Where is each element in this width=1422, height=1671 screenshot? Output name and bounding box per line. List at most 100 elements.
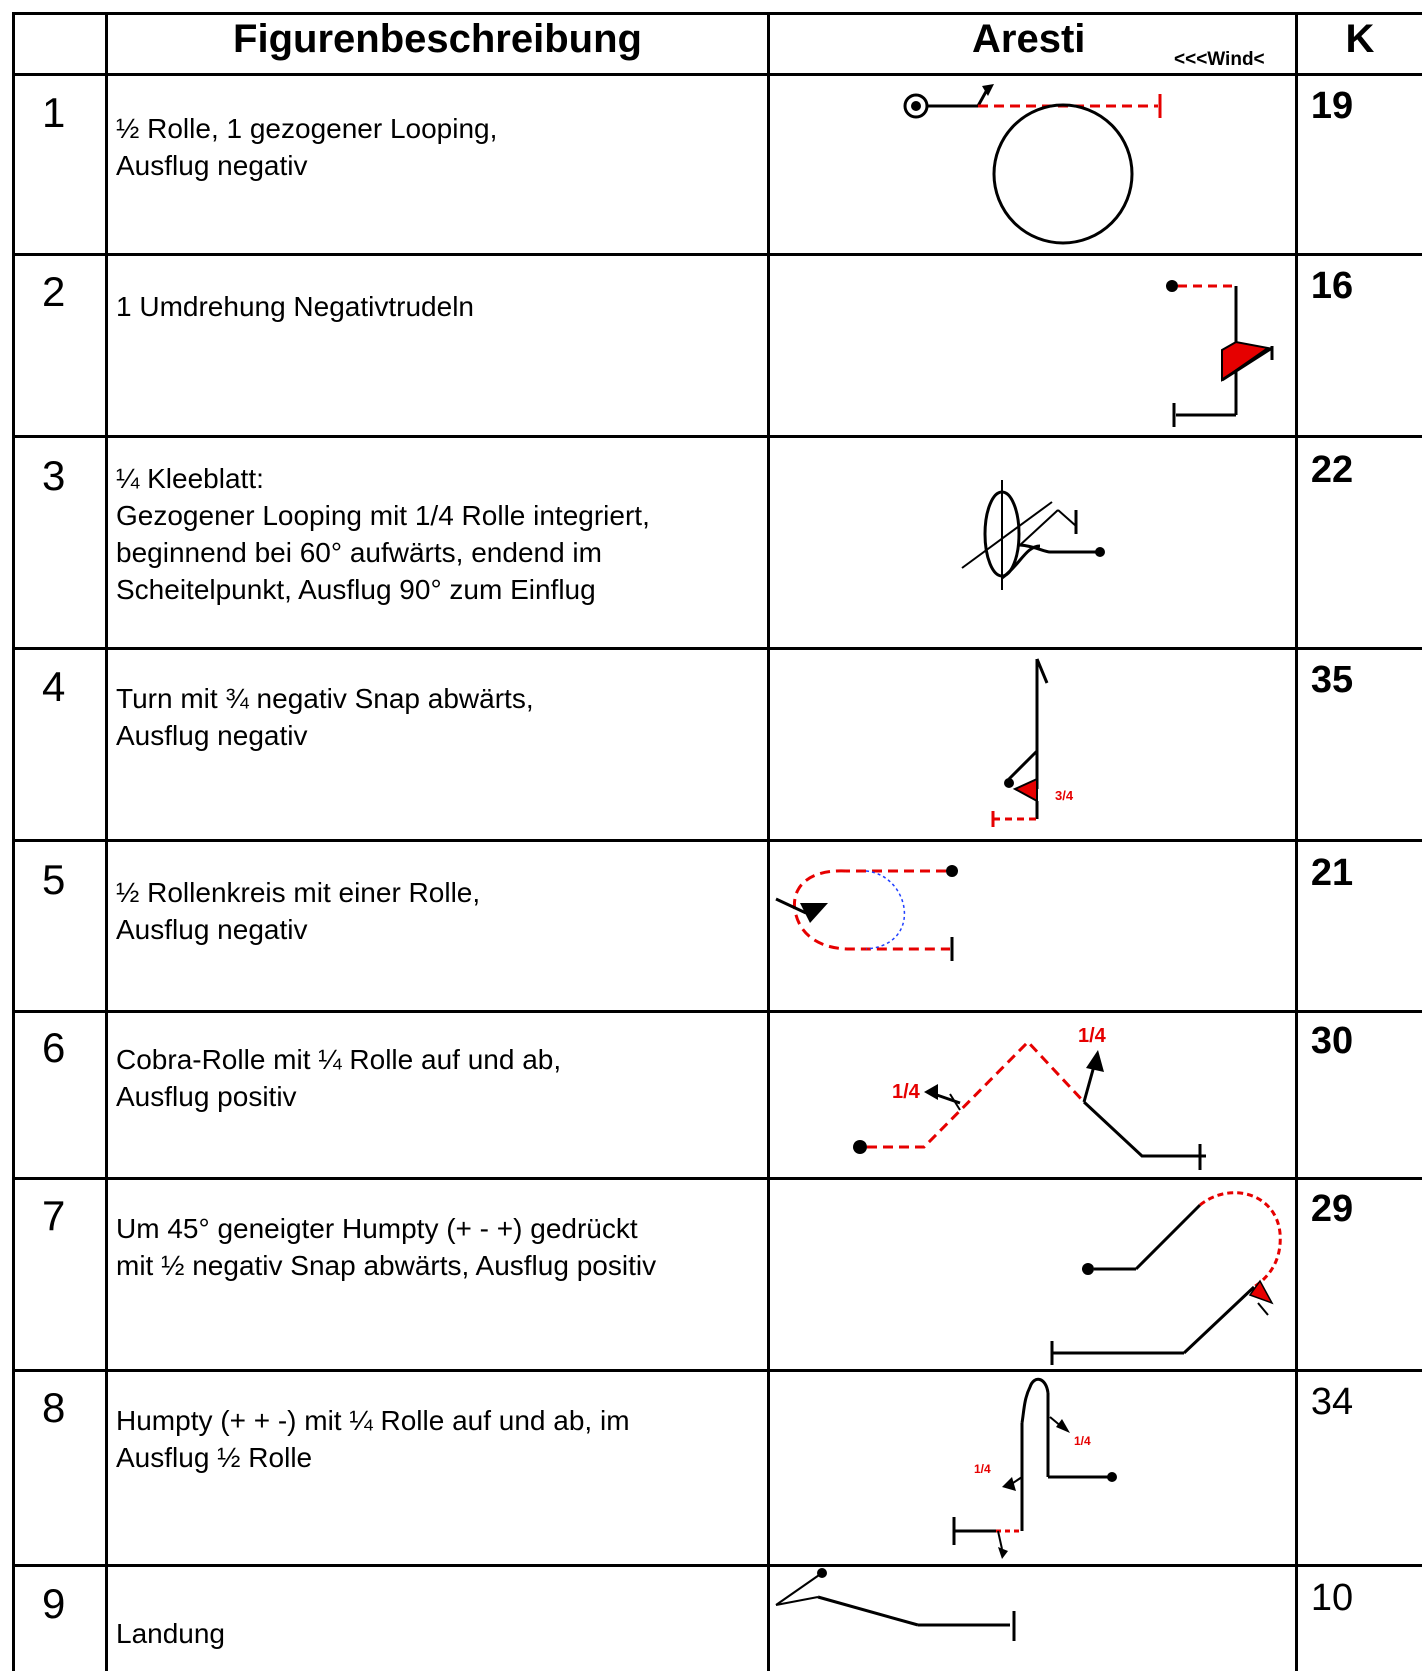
start-dot bbox=[1095, 547, 1105, 557]
table-border-left bbox=[12, 12, 15, 1671]
aresti-table: Figurenbeschreibung Aresti <<<Wind< K 1 … bbox=[12, 12, 1422, 1671]
k-factor: 21 bbox=[1310, 852, 1354, 894]
roll-label-down: 1/4 bbox=[1078, 1025, 1107, 1047]
figure-description: Um 45° geneigter Humpty (+ - +) gedrückt… bbox=[116, 1213, 657, 1281]
loop-circle bbox=[992, 103, 1134, 245]
aresti-figure-7 bbox=[1050, 1191, 1282, 1365]
start-dot bbox=[1004, 778, 1014, 788]
exit-curve bbox=[1001, 544, 1041, 580]
k-factor: 22 bbox=[1310, 449, 1354, 491]
figure-description: ½ Rolle, 1 gezogener Looping, Ausflug ne… bbox=[116, 113, 498, 181]
k-factor: 16 bbox=[1310, 265, 1354, 307]
header-aresti: Aresti bbox=[972, 17, 1086, 61]
k-factor: 34 bbox=[1310, 1381, 1354, 1423]
figure-number: 9 bbox=[42, 1580, 66, 1627]
aresti-figure-6-end bbox=[1198, 1144, 1202, 1170]
up-line bbox=[1134, 1203, 1202, 1271]
row-divider bbox=[12, 253, 1422, 256]
down-line bbox=[1182, 1285, 1256, 1355]
spin-triangle bbox=[1221, 340, 1271, 382]
figure-description: Humpty (+ + -) mit ¼ Rolle auf und ab, i… bbox=[116, 1405, 630, 1473]
start-dot bbox=[911, 101, 921, 111]
exit-line bbox=[1019, 543, 1098, 554]
figure-description: ¼ Kleeblatt: Gezogener Looping mit 1/4 R… bbox=[116, 463, 650, 605]
rolling-circle bbox=[792, 869, 950, 951]
roll-arrow-3-head bbox=[998, 1547, 1008, 1559]
aresti-figure-5 bbox=[775, 865, 958, 961]
roll-label-2: 1/4 bbox=[974, 1462, 991, 1476]
figure-description: Landung bbox=[116, 1618, 226, 1649]
humpty-loop bbox=[1199, 1191, 1282, 1289]
col-divider bbox=[1295, 12, 1298, 1671]
aresti-figure-3 bbox=[961, 480, 1105, 590]
aresti-figure-9 bbox=[775, 1568, 1016, 1641]
turn-mark bbox=[1035, 658, 1049, 684]
k-factor: 19 bbox=[1310, 85, 1354, 127]
diagonal-line bbox=[961, 501, 1053, 569]
header-divider bbox=[12, 73, 1422, 76]
roll-arrow-up-head bbox=[924, 1084, 938, 1100]
humpty-top bbox=[1020, 1377, 1050, 1424]
exit-line bbox=[1082, 1100, 1206, 1158]
descent-line bbox=[817, 1595, 919, 1627]
aresti-figure-6: 1/4 1/4 bbox=[853, 1025, 1206, 1158]
row-divider bbox=[12, 1564, 1422, 1567]
start-dot bbox=[1082, 1263, 1094, 1275]
figure-number: 2 bbox=[42, 268, 66, 315]
snap-label: 3/4 bbox=[1055, 788, 1074, 803]
figure-description: 1 Umdrehung Negativtrudeln bbox=[116, 291, 474, 322]
start-dot bbox=[1166, 280, 1178, 292]
aresti-figure-4: 3/4 bbox=[991, 658, 1074, 827]
k-factor: 35 bbox=[1310, 659, 1354, 701]
row-divider bbox=[12, 1010, 1422, 1013]
start-dot bbox=[853, 1140, 867, 1154]
figure-description: ½ Rollenkreis mit einer Rolle, Ausflug n… bbox=[116, 877, 481, 945]
aresti-figure-2 bbox=[1166, 280, 1274, 427]
wind-direction-label: <<<Wind< bbox=[1174, 49, 1265, 70]
aresti-figure-1 bbox=[903, 84, 1162, 245]
k-factor: 10 bbox=[1310, 1577, 1354, 1619]
roll-arrow-down bbox=[1082, 1065, 1096, 1103]
header-description: Figurenbeschreibung bbox=[233, 17, 642, 61]
cobra-path bbox=[867, 1039, 1086, 1149]
roll-arrow-3 bbox=[997, 1530, 1003, 1550]
aresti-figure-8: 1/4 1/4 bbox=[952, 1377, 1117, 1559]
figure-number: 6 bbox=[42, 1024, 66, 1071]
snap-triangle bbox=[1012, 777, 1038, 803]
row-divider bbox=[12, 839, 1422, 842]
k-factor: 29 bbox=[1310, 1188, 1354, 1230]
row-divider bbox=[12, 435, 1422, 438]
start-dot bbox=[1107, 1472, 1117, 1482]
figure-number: 8 bbox=[42, 1384, 66, 1431]
header-k: K bbox=[1345, 17, 1375, 61]
col-divider bbox=[105, 12, 108, 1671]
k-factor: 30 bbox=[1310, 1020, 1354, 1062]
figure-description: Turn mit ¾ negativ Snap abwärts, Ausflug… bbox=[116, 683, 534, 751]
start-dot bbox=[946, 865, 958, 877]
entry-arrow bbox=[775, 897, 807, 915]
approach-line bbox=[775, 1596, 819, 1606]
snap-triangle bbox=[1248, 1279, 1274, 1305]
row-divider bbox=[12, 647, 1422, 650]
row-divider bbox=[12, 1177, 1422, 1180]
roll-arrow-head bbox=[982, 84, 994, 96]
roll-arrow-1-head bbox=[1056, 1419, 1070, 1433]
roll-arrow-2-head bbox=[1002, 1477, 1016, 1491]
table-border-top bbox=[12, 12, 1422, 15]
roll-arrow-down-head bbox=[1086, 1050, 1104, 1072]
figure-number: 5 bbox=[42, 856, 66, 903]
figure-number: 7 bbox=[42, 1192, 66, 1239]
figure-number: 1 bbox=[42, 89, 66, 136]
spin-line bbox=[1221, 346, 1273, 382]
roll-tick bbox=[949, 1093, 961, 1111]
figure-number: 4 bbox=[42, 663, 66, 710]
approach-line bbox=[775, 1572, 823, 1606]
roll-label-1: 1/4 bbox=[1074, 1434, 1091, 1448]
connector bbox=[1057, 509, 1077, 527]
snap-line bbox=[1007, 749, 1039, 781]
roll-label-up: 1/4 bbox=[892, 1081, 921, 1103]
row-divider bbox=[12, 1369, 1422, 1372]
exit-diagonal bbox=[1018, 509, 1059, 547]
arrow-head bbox=[800, 903, 828, 923]
snap-tick bbox=[1257, 1302, 1269, 1316]
